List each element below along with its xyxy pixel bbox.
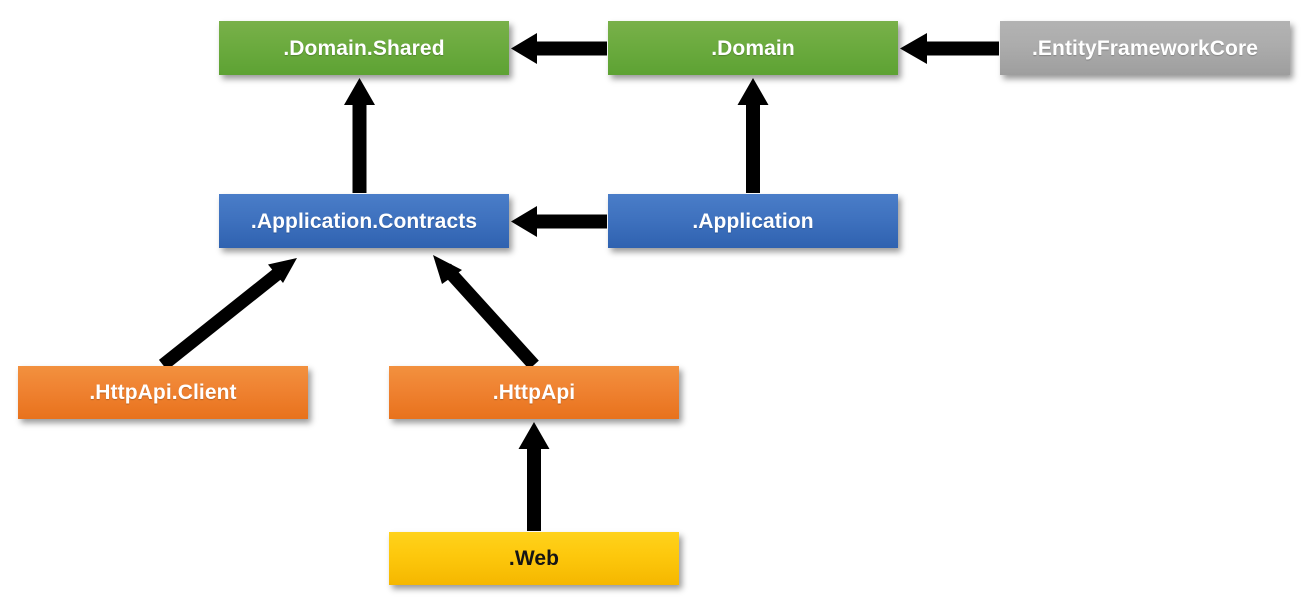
edge-efcore-to-domain bbox=[900, 33, 999, 64]
node-httpapi-client-label: .HttpApi.Client bbox=[89, 381, 237, 404]
edge-web-to-httpapi bbox=[518, 422, 550, 531]
node-httpapi-label: .HttpApi bbox=[492, 381, 576, 404]
node-domain-shared[interactable]: .Domain.Shared bbox=[219, 21, 509, 75]
node-application-contracts-label: .Application.Contracts bbox=[250, 209, 478, 233]
edge-application-to-application-contracts bbox=[511, 206, 607, 237]
edge-application-to-domain bbox=[737, 78, 769, 193]
node-entity-framework-core-label: .EntityFrameworkCore bbox=[1031, 36, 1259, 60]
edge-domain-to-domain-shared bbox=[511, 33, 607, 64]
node-web-label: .Web bbox=[508, 547, 560, 570]
edge-httpapi-client-to-application-contracts bbox=[158, 258, 297, 371]
node-domain-shared-label: .Domain.Shared bbox=[283, 36, 445, 60]
node-web[interactable]: .Web bbox=[389, 532, 679, 585]
node-entity-framework-core[interactable]: .EntityFrameworkCore bbox=[1000, 21, 1290, 75]
node-httpapi-client[interactable]: .HttpApi.Client bbox=[18, 366, 308, 419]
node-httpapi[interactable]: .HttpApi bbox=[389, 366, 679, 419]
edge-application-contracts-to-domain-shared bbox=[344, 78, 375, 193]
node-application[interactable]: .Application bbox=[608, 194, 898, 248]
node-domain-label: .Domain bbox=[711, 36, 795, 60]
edge-httpapi-to-application-contracts bbox=[433, 255, 539, 370]
node-application-label: .Application bbox=[692, 209, 814, 233]
node-application-contracts[interactable]: .Application.Contracts bbox=[219, 194, 509, 248]
node-domain[interactable]: .Domain bbox=[608, 21, 898, 75]
